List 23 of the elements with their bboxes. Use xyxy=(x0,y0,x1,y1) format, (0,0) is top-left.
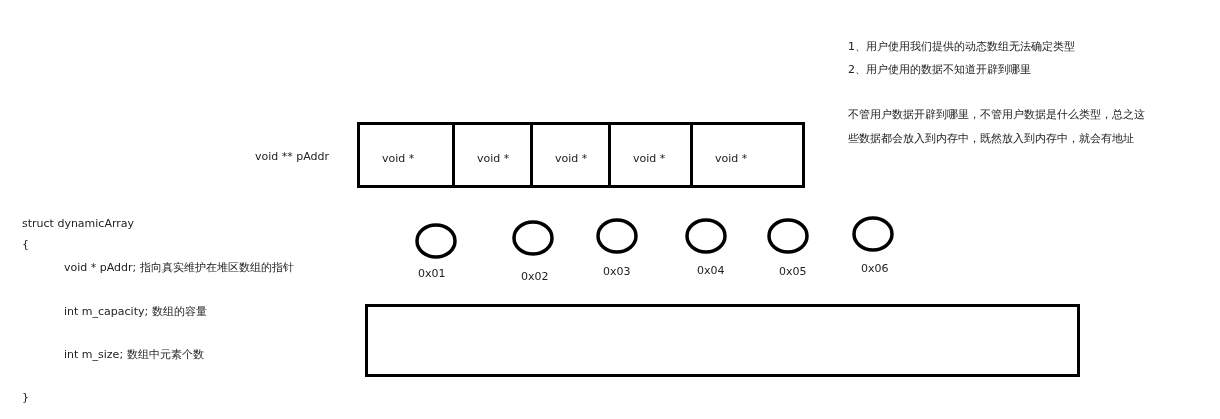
note-text: 不管用户数据开辟到哪里，不管用户数据是什么类型，总之这些数据都会放入到内存中，既然放入到内存中，就会有地址 xyxy=(848,107,1146,147)
memory-box xyxy=(365,304,1080,377)
address-label: 0x06 xyxy=(861,262,889,276)
code-text: } xyxy=(22,391,29,405)
array-cell: void * xyxy=(533,125,611,185)
code-text: struct dynamicArray xyxy=(22,217,135,231)
address-label: 0x03 xyxy=(603,265,631,279)
note-text: 1、用户使用我们提供的动态数组无法确定类型 xyxy=(848,40,1075,54)
array-cell: void * xyxy=(693,125,802,185)
array-cell: void * xyxy=(611,125,693,185)
address-label: 0x04 xyxy=(697,264,725,278)
array-cell: void * xyxy=(455,125,533,185)
pointer-label: void ** pAddr xyxy=(255,150,330,164)
array-cell: void * xyxy=(360,125,455,185)
code-text: int m_size; 数组中元素个数 xyxy=(64,348,204,362)
address-label: 0x01 xyxy=(418,267,446,281)
address-label: 0x05 xyxy=(779,265,807,279)
array-box xyxy=(357,122,805,188)
code-text: { xyxy=(22,238,29,252)
address-label: 0x02 xyxy=(521,270,549,284)
code-text: void * pAddr; 指向真实维护在堆区数组的指针 xyxy=(64,261,294,275)
code-text: int m_capacity; 数组的容量 xyxy=(64,305,207,319)
note-text: 2、用户使用的数据不知道开辟到哪里 xyxy=(848,63,1031,77)
